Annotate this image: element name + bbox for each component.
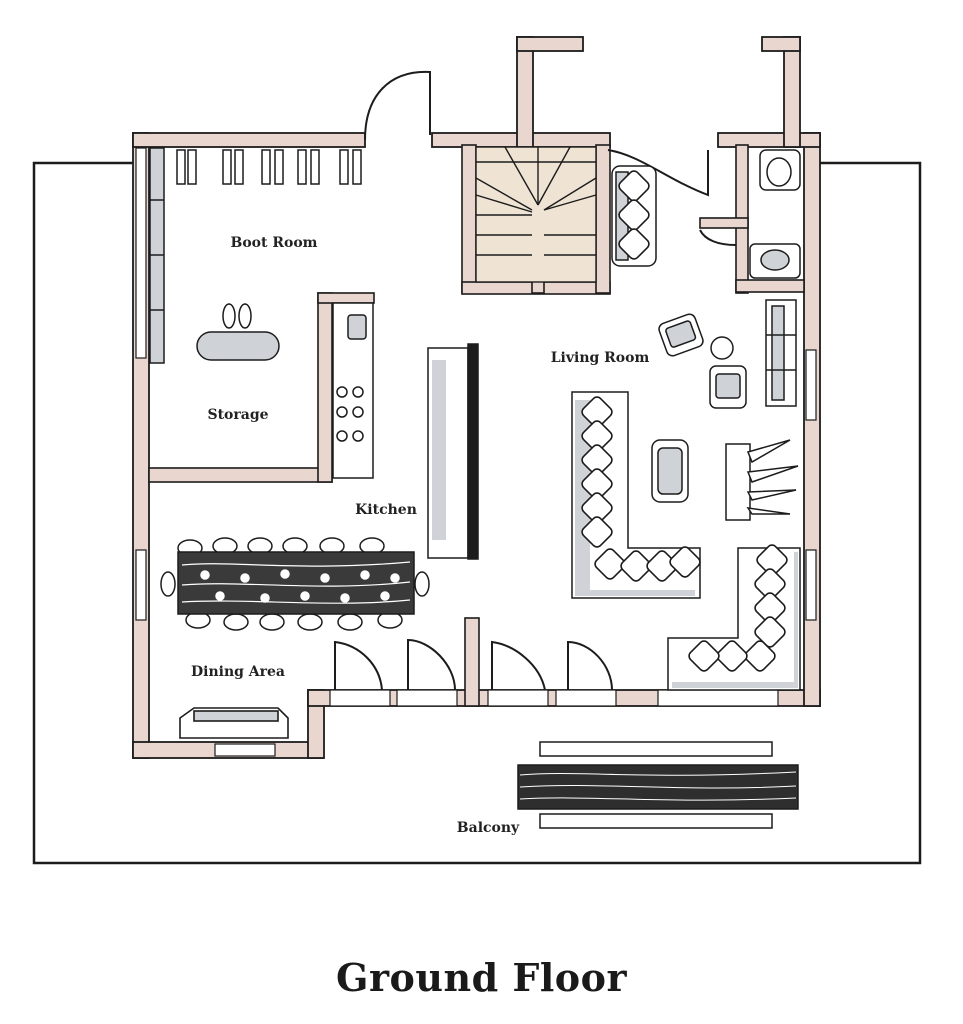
label-kitchen: Kitchen [355,502,417,518]
label-dining-area: Dining Area [191,664,285,680]
plan-title: Ground Floor [336,955,627,1000]
bathroom-fixtures [749,149,801,279]
kitchen-furniture [332,302,479,560]
label-boot-room: Boot Room [231,235,318,251]
site-outline [32,161,922,865]
living-room-furniture [571,165,801,691]
label-balcony: Balcony [457,820,520,836]
sideboard [179,707,289,739]
balcony-furniture [517,741,799,829]
label-storage: Storage [207,407,268,423]
doors [334,70,737,691]
staircase [475,146,597,283]
label-living-room: Living Room [551,350,650,366]
dining-table [160,537,430,631]
boot-room-furniture [149,147,362,364]
windows [135,147,817,757]
